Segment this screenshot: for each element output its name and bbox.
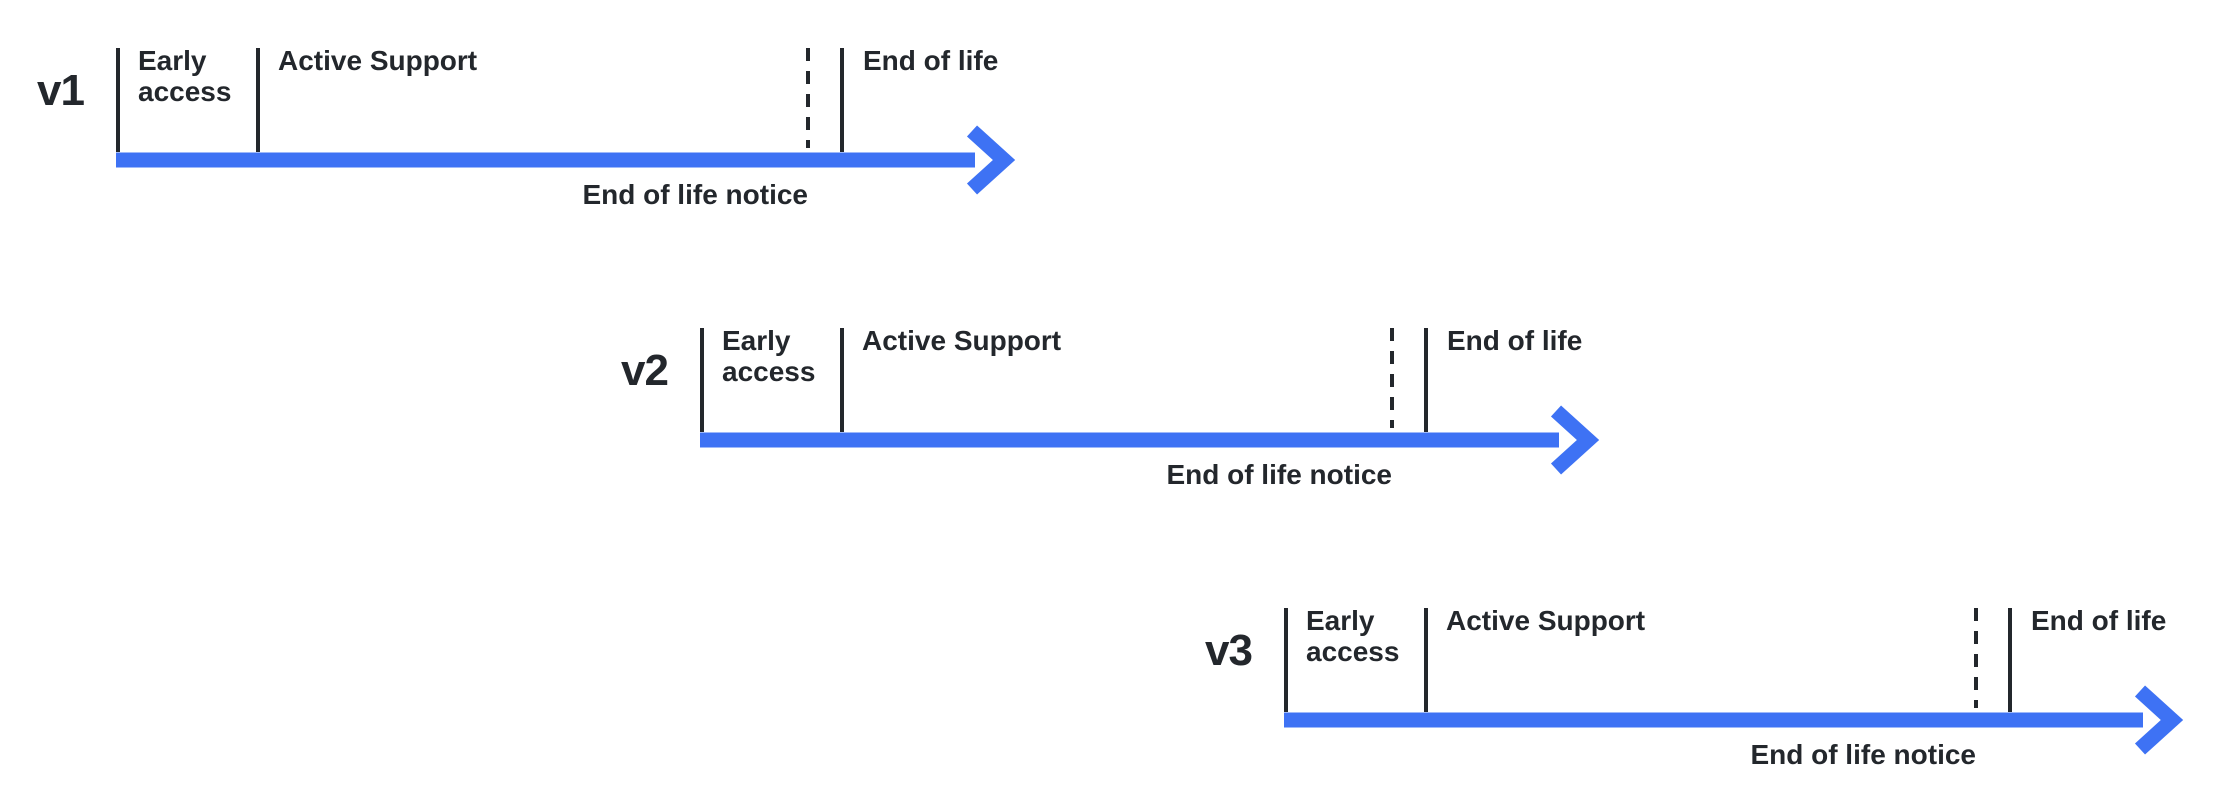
end-of-life-notice-label: End of life notice (582, 179, 808, 210)
arrow-head-icon (966, 125, 1016, 195)
early-access-label: Early access (1306, 605, 1400, 667)
end-of-life-notice-label: End of life notice (1750, 739, 1976, 770)
end-of-life-label: End of life (2031, 605, 2167, 636)
arrow-head-icon (1550, 405, 1600, 475)
end-of-life-label: End of life (1447, 325, 1583, 356)
version-row-v3: v3 Early access Active Support End of li… (1168, 560, 2228, 810)
end-of-life-label: End of life (863, 45, 999, 76)
timeline-arrow (700, 405, 1600, 475)
version-row-v2: v2 Early access Active Support End of li… (584, 280, 1644, 530)
early-access-start-tick (1284, 608, 1288, 712)
version-label: v1 (37, 66, 85, 115)
end-of-life-tick (1424, 328, 1428, 432)
version-row-v1: v1 Early access Active Support End of li… (0, 0, 1060, 250)
active-support-label: Active Support (278, 45, 478, 76)
early-access-label: Early access (138, 45, 232, 107)
end-of-life-notice-label: End of life notice (1166, 459, 1392, 490)
arrow-head-icon (2134, 685, 2184, 755)
early-access-label: Early access (722, 325, 816, 387)
active-support-start-tick (256, 48, 260, 152)
eol-notice-dashed-line (1974, 608, 1978, 708)
timeline-arrow (116, 125, 1016, 195)
active-support-label: Active Support (1446, 605, 1646, 636)
end-of-life-tick (840, 48, 844, 152)
eol-notice-dashed-line (1390, 328, 1394, 428)
active-support-label: Active Support (862, 325, 1062, 356)
early-access-start-tick (700, 328, 704, 432)
timeline-arrow (1284, 685, 2184, 755)
eol-notice-dashed-line (806, 48, 810, 148)
version-label: v2 (621, 346, 669, 395)
end-of-life-tick (2008, 608, 2012, 712)
active-support-start-tick (840, 328, 844, 432)
version-label: v3 (1205, 626, 1253, 675)
early-access-start-tick (116, 48, 120, 152)
active-support-start-tick (1424, 608, 1428, 712)
